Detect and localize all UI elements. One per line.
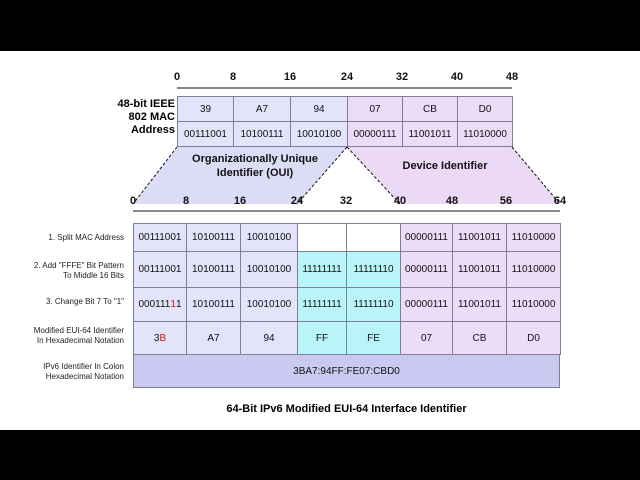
changed-bit: 1	[170, 299, 176, 310]
mac-bin-cell: 10010100	[290, 121, 348, 147]
add_fffe-cell: 10010100	[240, 251, 298, 288]
row-label-ipv6-line2: Hexadecimal Notation	[45, 372, 124, 381]
diagram-caption: 64-Bit IPv6 Modified EUI-64 Interface Id…	[226, 403, 467, 415]
cell-prefix: 3	[153, 332, 160, 344]
add_fffe-cell: 11001011	[452, 251, 507, 288]
bottom-tick-label: 56	[499, 195, 513, 207]
change_bit-cell: 11001011	[452, 287, 507, 322]
row-label-split: 1. Split MAC Address	[48, 233, 124, 242]
change_bit-cell: 10010100	[240, 287, 298, 322]
mac-address-label: 48-bit IEEE 802 MAC Address	[95, 98, 175, 137]
cell-suffix: 1	[175, 299, 182, 310]
hexrow-cell: CB	[452, 321, 507, 355]
bottom-tick-label: 48	[445, 195, 459, 207]
mac-label-line2: 802 MAC	[128, 111, 175, 123]
add_fffe-cell: 10100111	[186, 251, 241, 288]
hexrow-cell: 07	[400, 321, 453, 355]
bottom-tick-label: 64	[553, 195, 567, 207]
row-label-ipv6-line1: IPv6 Identifier In Colon	[43, 362, 124, 371]
mac-hex-cell: 94	[290, 96, 348, 122]
hexrow-cell: FE	[346, 321, 401, 355]
row-label-ipv6: IPv6 Identifier In Colon Hexadecimal Not…	[2, 362, 124, 382]
bottom-tick-label: 40	[393, 195, 407, 207]
mac-bin-cell: 11001011	[402, 121, 458, 147]
bottom-tick-label: 24	[290, 195, 304, 207]
row-label-hex-line2: In Hexadecimal Notation	[36, 336, 124, 345]
mac-label-line1: 48-bit IEEE	[117, 98, 175, 110]
add_fffe-cell: 11010000	[506, 251, 561, 288]
add_fffe-cell: 11111111	[297, 251, 347, 288]
split-cell	[346, 223, 401, 252]
mac-label-line3: Address	[130, 124, 175, 136]
mac-hex-cell: CB	[402, 96, 458, 122]
top-tick-label: 48	[505, 71, 519, 83]
add_fffe-cell: 11111110	[346, 251, 401, 288]
row-label-add-fffe-line2: To Middle 16 Bits	[63, 271, 124, 280]
mac-bin-cell: 11010000	[457, 121, 513, 147]
row-label-change-bit: 3. Change Bit 7 To "1"	[45, 297, 124, 306]
oui-funnel	[133, 147, 347, 204]
mac-bin-cell: 00000111	[347, 121, 403, 147]
hexrow-cell: 94	[240, 321, 298, 355]
row-label-add-fffe-line1: 2. Add "FFFE" Bit Pattern	[33, 261, 124, 270]
top-tick-label: 16	[283, 71, 297, 83]
bottom-tick-label: 0	[129, 195, 137, 207]
split-cell: 11010000	[506, 223, 561, 252]
oui-label-line2: Identifier (OUI)	[216, 167, 294, 179]
change_bit-cell: 11111110	[346, 287, 401, 322]
row-label-hex: Modified EUI-64 Identifier In Hexadecima…	[2, 326, 124, 346]
cell-prefix: 000111	[138, 299, 171, 310]
top-tick-label: 0	[173, 71, 181, 83]
mac-bin-cell: 10100111	[233, 121, 291, 147]
funnel-shapes	[132, 87, 561, 212]
row-label-hex-line1: Modified EUI-64 Identifier	[33, 326, 124, 335]
add_fffe-cell: 00111001	[133, 251, 187, 288]
oui-label-line1: Organizationally Unique	[192, 153, 318, 165]
top-tick-label: 24	[340, 71, 354, 83]
hexrow-cell: A7	[186, 321, 241, 355]
change_bit-cell: 00000111	[400, 287, 453, 322]
ipv6-identifier-cell: 3BA7:94FF:FE07:CBD0	[133, 354, 560, 388]
bottom-tick-label: 32	[339, 195, 353, 207]
mac-hex-cell: D0	[457, 96, 513, 122]
device-identifier-label: Device Identifier	[402, 160, 488, 172]
mac-hex-cell: 07	[347, 96, 403, 122]
split-cell: 11001011	[452, 223, 507, 252]
device-funnel	[347, 147, 560, 204]
split-cell: 10100111	[186, 223, 241, 252]
change_bit-cell: 10100111	[186, 287, 241, 322]
split-cell	[297, 223, 347, 252]
mac-bin-cell: 00111001	[177, 121, 234, 147]
split-cell: 10010100	[240, 223, 298, 252]
row-label-add-fffe: 2. Add "FFFE" Bit Pattern To Middle 16 B…	[2, 261, 124, 281]
split-cell: 00000111	[400, 223, 453, 252]
change_bit-cell: 11111111	[297, 287, 347, 322]
mac-hex-cell: A7	[233, 96, 291, 122]
split-cell: 00111001	[133, 223, 187, 252]
top-tick-label: 8	[229, 71, 237, 83]
hexrow-cell: FF	[297, 321, 347, 355]
changed-bit: B	[159, 332, 167, 344]
oui-label: Organizationally Unique Identifier (OUI)	[170, 152, 340, 180]
bottom-tick-label: 16	[233, 195, 247, 207]
hexrow-cell: D0	[506, 321, 561, 355]
add_fffe-cell: 00000111	[400, 251, 453, 288]
top-tick-label: 40	[450, 71, 464, 83]
change_bit-cell: 11010000	[506, 287, 561, 322]
top-tick-label: 32	[395, 71, 409, 83]
mac-hex-cell: 39	[177, 96, 234, 122]
bottom-tick-label: 8	[182, 195, 190, 207]
